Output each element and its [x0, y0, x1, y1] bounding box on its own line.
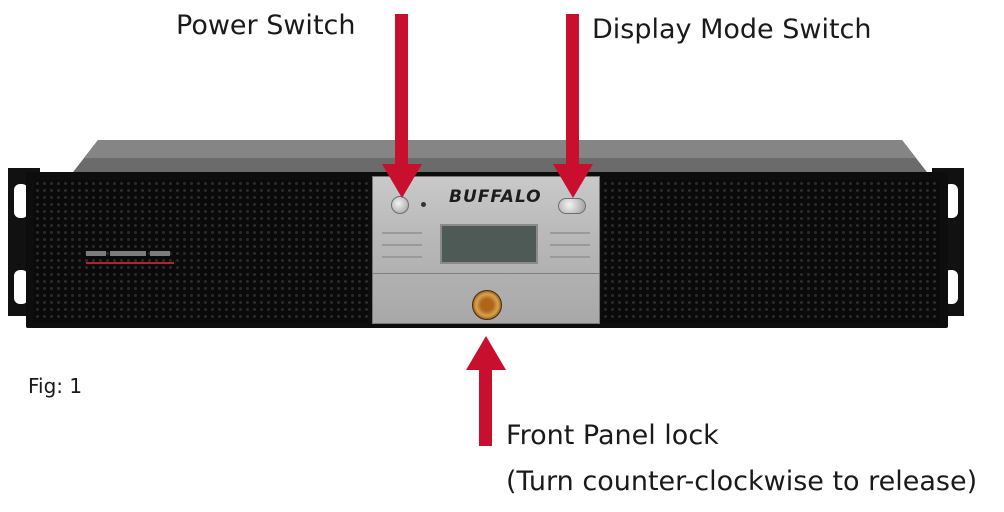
model-badge [86, 251, 170, 256]
left-indicator-row-1 [382, 232, 422, 234]
left-ear-top-hole [14, 184, 28, 218]
lock-icon[interactable] [472, 290, 502, 320]
release-hint-label: (Turn counter-clockwise to release) [506, 466, 978, 497]
panel-divider [373, 273, 599, 274]
brand-logo: BUFFALO [449, 187, 542, 207]
left-vent-grille [34, 180, 368, 322]
model-accent-line [86, 262, 174, 264]
lock-arrow-shaft [479, 370, 492, 446]
right-vent-grille [602, 180, 940, 322]
right-indicator-row-3 [550, 256, 590, 258]
figure-caption: Fig: 1 [28, 374, 83, 398]
lock-arrow-head [466, 336, 506, 370]
power-button-icon[interactable] [391, 196, 409, 214]
left-indicator-row-3 [382, 256, 422, 258]
left-indicator-row-2 [382, 244, 422, 246]
right-indicator-row-1 [550, 232, 590, 234]
front-panel-lock-label: Front Panel lock [506, 420, 719, 451]
left-ear-bottom-hole [14, 270, 28, 304]
lcd-display [440, 224, 538, 264]
display-mode-button-icon[interactable] [558, 198, 586, 214]
display-mode-switch-label: Display Mode Switch [592, 14, 872, 45]
power-switch-arrow-shaft [395, 14, 408, 164]
power-led-icon [421, 202, 426, 207]
rack-top-surface [70, 140, 930, 176]
power-switch-label: Power Switch [176, 10, 356, 41]
right-indicator-row-2 [550, 244, 590, 246]
display-switch-arrow-head [553, 164, 593, 198]
power-switch-arrow-head [382, 164, 422, 198]
display-switch-arrow-shaft [566, 14, 579, 164]
